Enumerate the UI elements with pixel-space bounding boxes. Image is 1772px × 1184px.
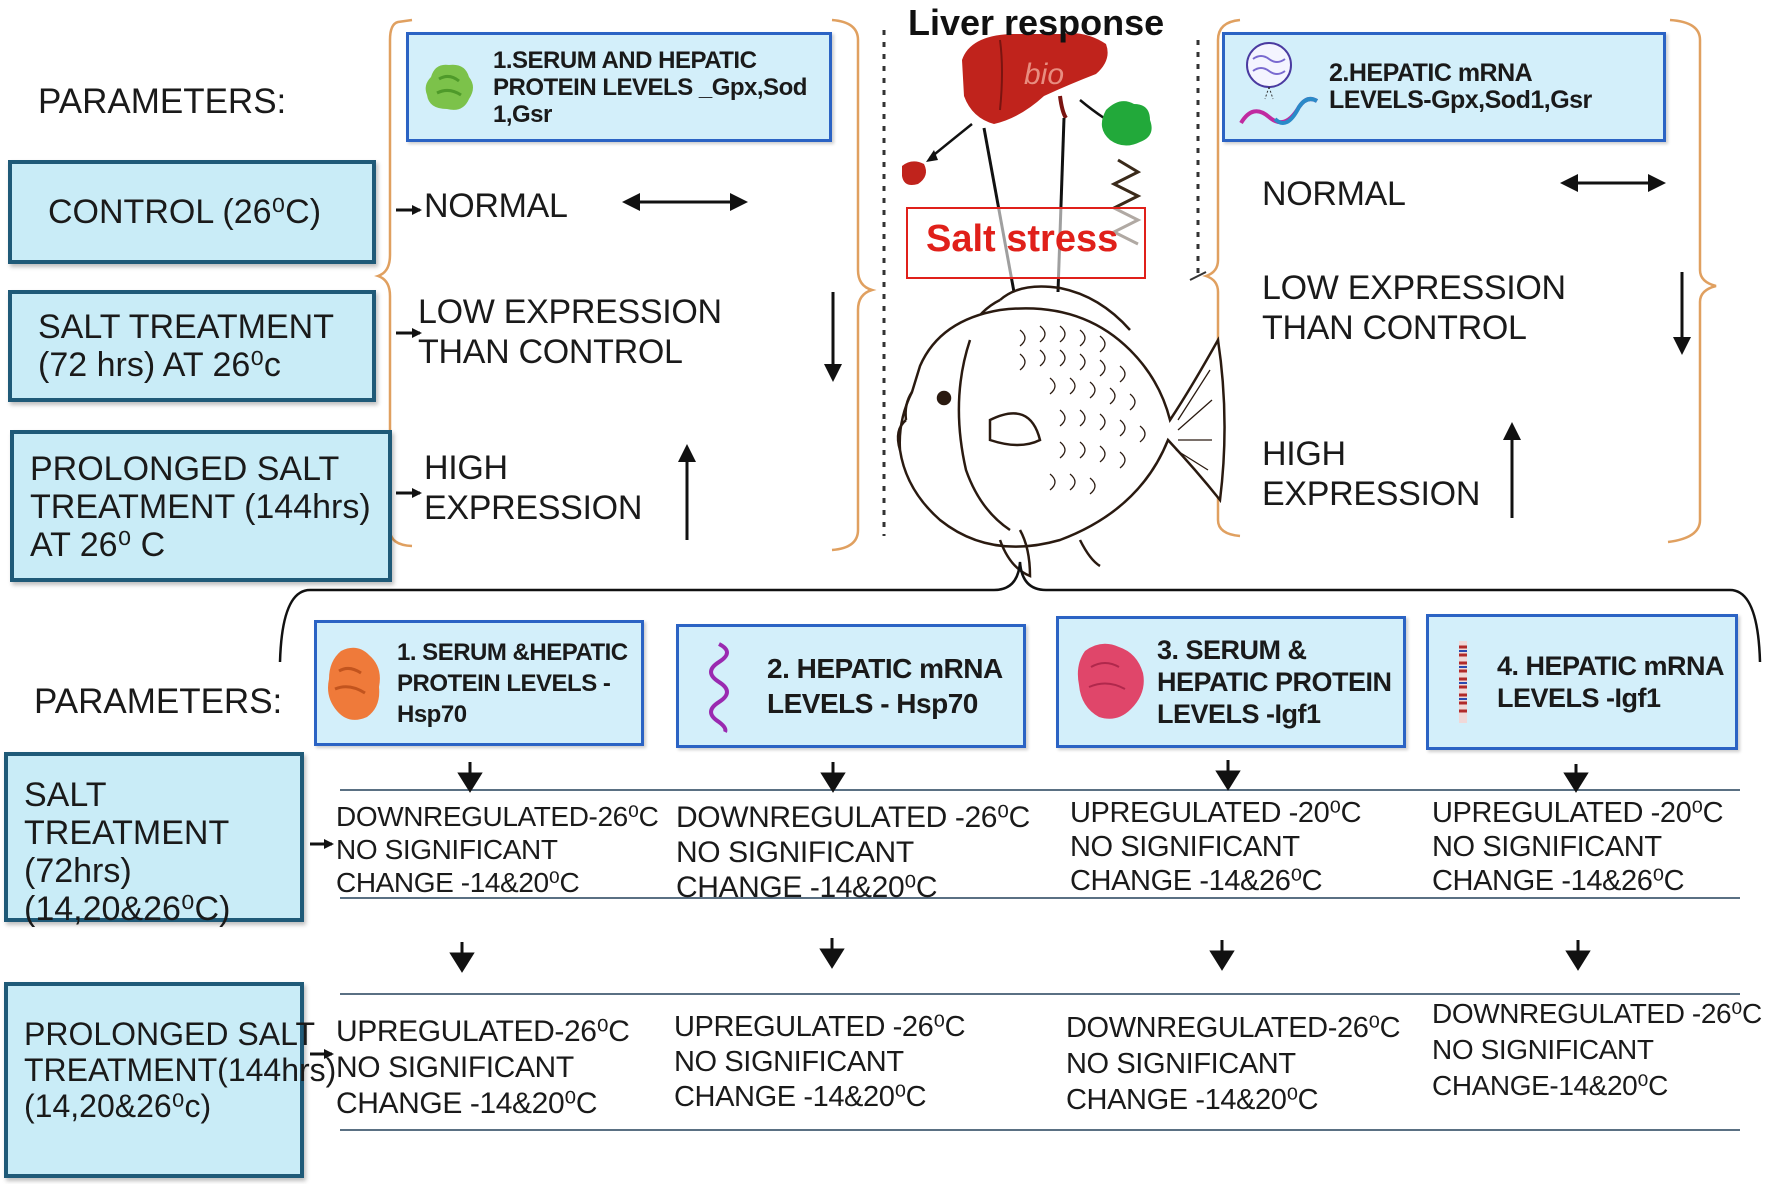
title-liver-response: Liver response — [908, 2, 1165, 43]
result-144-col4: DOWNREGULATED -26⁰C NO SIGNIFICANT CHANG… — [1432, 998, 1762, 1101]
left-response-low: LOW EXPRESSION THAN CONTROL — [418, 293, 722, 371]
right-panel-close-brace — [1667, 18, 1717, 544]
left-response-normal: NORMAL — [424, 187, 568, 225]
column-header-1-text: 1. SERUM &HEPATIC PROTEIN LEVELS - Hsp70 — [397, 638, 628, 728]
left-panel-close-brace — [831, 18, 877, 552]
column-header-2: 2. HEPATIC mRNA LEVELS - Hsp70 — [676, 624, 1026, 748]
condition-control-text: CONTROL (26⁰C) — [48, 193, 322, 231]
column-header-4: 4. HEPATIC mRNA LEVELS -Igf1 — [1426, 614, 1738, 750]
column-header-2-text: 2. HEPATIC mRNA LEVELS - Hsp70 — [767, 653, 1002, 719]
condition-salt-144-text: PROLONGED SALT TREATMENT (144hrs) AT 26⁰… — [30, 450, 371, 564]
column-header-1: 1. SERUM &HEPATIC PROTEIN LEVELS - Hsp70 — [314, 620, 644, 746]
column-header-3-text: 3. SERUM & HEPATIC PROTEIN LEVELS -Igf1 — [1157, 635, 1392, 729]
mrna-squiggle-icon — [709, 642, 729, 733]
down-arrow-low-left — [824, 292, 842, 382]
result-72-col1: DOWNREGULATED-26⁰C NO SIGNIFICANT CHANGE… — [336, 801, 659, 898]
orange-protein-icon — [328, 647, 380, 720]
right-panel-open-brace — [1202, 18, 1241, 538]
condition-salt-72-text: SALT TREATMENT (72 hrs) AT 26⁰c — [38, 308, 334, 384]
parameters-label-bottom: PARAMETERS: — [34, 682, 283, 721]
left-panel-header-text: 1.SERUM AND HEPATIC PROTEIN LEVELS _Gpx,… — [493, 46, 807, 128]
left-response-high: HIGH EXPRESSION — [424, 449, 643, 527]
red-protein-blob — [902, 161, 926, 185]
result-144-col2: UPREGULATED -26⁰C NO SIGNIFICANT CHANGE … — [674, 1011, 966, 1113]
result-72-col4: UPREGULATED -20⁰C NO SIGNIFICANT CHANGE … — [1432, 797, 1724, 897]
double-arrow-normal-right — [1560, 174, 1666, 192]
condition-salt-144: PROLONGED SALT TREATMENT (144hrs) AT 26⁰… — [10, 430, 392, 582]
up-arrow-high-right — [1503, 422, 1521, 518]
right-panel-header: 2.HEPATIC mRNA LEVELS-Gpx,Sod1,Gsr — [1222, 32, 1666, 142]
condition-bottom-salt-144: PROLONGED SALT TREATMENT(144hrs) (14,20&… — [4, 982, 336, 1178]
salt-stress-label: Salt stress — [926, 218, 1119, 260]
right-panel-header-text: 2.HEPATIC mRNA LEVELS-Gpx,Sod1,Gsr — [1329, 59, 1592, 114]
down-arrow-low-right — [1673, 272, 1691, 355]
condition-bottom-salt-72-text: SALT TREATMENT (72hrs) (14,20&26⁰C) — [24, 776, 231, 928]
result-72-col3: UPREGULATED -20⁰C NO SIGNIFICANT CHANGE … — [1070, 797, 1362, 897]
down-arrows-row2 — [449, 938, 1591, 973]
result-144-col3: DOWNREGULATED-26⁰C NO SIGNIFICANT CHANGE… — [1066, 1012, 1401, 1116]
green-protein-blob — [1101, 101, 1152, 146]
result-144-col1: UPREGULATED-26⁰C NO SIGNIFICANT CHANGE -… — [336, 1015, 630, 1120]
salt-stress-box — [906, 207, 1146, 279]
right-response-normal: NORMAL — [1262, 175, 1406, 213]
down-arrows-row1 — [457, 760, 1589, 793]
left-panel-header: 1.SERUM AND HEPATIC PROTEIN LEVELS _Gpx,… — [406, 32, 832, 142]
pink-protein-icon — [1077, 643, 1144, 719]
condition-bottom-salt-72: SALT TREATMENT (72hrs) (14,20&26⁰C) — [4, 752, 304, 928]
condition-salt-72: SALT TREATMENT (72 hrs) AT 26⁰c — [8, 290, 376, 402]
double-arrow-normal-left — [622, 193, 748, 211]
bottom-section-brace — [278, 561, 1762, 663]
green-protein-icon — [425, 64, 473, 110]
mrna-icon — [1239, 42, 1319, 125]
fish-eye — [936, 390, 952, 406]
up-arrow-high-left — [678, 444, 696, 540]
right-response-high: HIGH EXPRESSION — [1262, 435, 1481, 513]
logo-watermark: bio — [1024, 58, 1065, 91]
result-72-col2: DOWNREGULATED -26⁰C NO SIGNIFICANT CHANG… — [676, 801, 1030, 904]
fish-illustration — [896, 285, 1226, 578]
column-header-3: 3. SERUM & HEPATIC PROTEIN LEVELS -Igf1 — [1056, 616, 1406, 748]
column-header-4-text: 4. HEPATIC mRNA LEVELS -Igf1 — [1497, 651, 1724, 713]
dna-strand-icon — [1459, 641, 1467, 723]
condition-bottom-salt-144-text: PROLONGED SALT TREATMENT(144hrs) (14,20&… — [24, 1016, 337, 1124]
condition-control: CONTROL (26⁰C) — [8, 160, 376, 264]
parameters-label-top: PARAMETERS: — [38, 82, 287, 121]
right-response-low: LOW EXPRESSION THAN CONTROL — [1262, 269, 1566, 347]
